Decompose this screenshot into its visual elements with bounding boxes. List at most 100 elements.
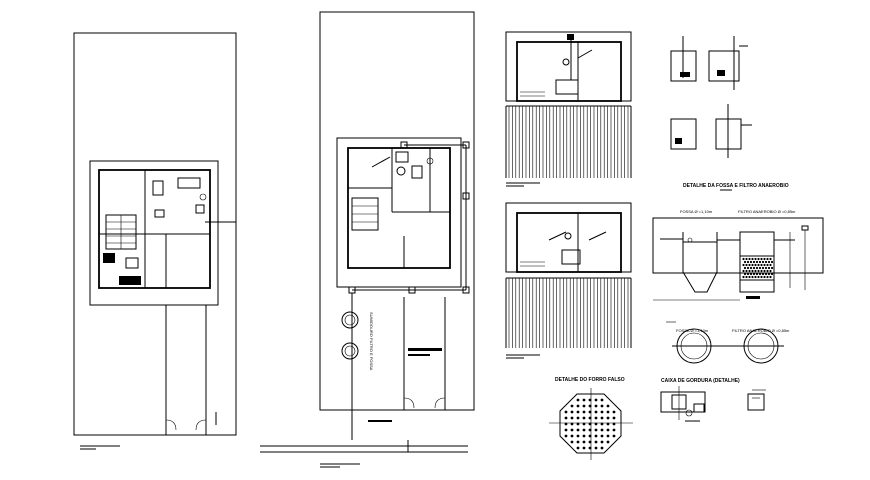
gravel-stone bbox=[767, 260, 771, 264]
vent-hole bbox=[594, 410, 598, 414]
gravel-stone bbox=[754, 257, 757, 261]
gravel-stone bbox=[761, 260, 765, 264]
gravel-stone bbox=[746, 272, 750, 276]
section-view-bottom bbox=[505, 202, 632, 359]
vent-hole bbox=[606, 404, 610, 408]
vent-hole bbox=[570, 416, 574, 420]
gravel-stone bbox=[742, 275, 745, 279]
vent-hole bbox=[564, 434, 568, 438]
gravel-stone bbox=[755, 266, 759, 270]
vent-hole bbox=[600, 422, 604, 426]
vent-hole bbox=[582, 404, 586, 408]
vent-hole bbox=[582, 434, 586, 438]
gravel-stone bbox=[745, 257, 748, 261]
gravel-stone bbox=[743, 266, 747, 270]
filtro-plan-label: FILTRO ANAEROBIO Ø =0,85m bbox=[732, 328, 790, 333]
vent-hole bbox=[564, 416, 568, 420]
site-plan-ground-floor bbox=[73, 32, 237, 450]
gravel-stone bbox=[757, 263, 760, 267]
gravel-stone bbox=[757, 269, 760, 273]
gravel-stone bbox=[769, 257, 772, 261]
gravel-stone bbox=[748, 269, 751, 273]
vent-hole bbox=[570, 410, 574, 414]
vent-hole bbox=[576, 434, 580, 438]
vent-hole bbox=[564, 428, 568, 432]
gravel-stone bbox=[763, 269, 766, 273]
gravel-stone bbox=[754, 269, 757, 273]
vent-hole bbox=[594, 404, 598, 408]
vent-hole bbox=[576, 446, 580, 450]
gravel-stone bbox=[743, 260, 747, 264]
septic-detail-title: DETALHE DA FOSSA E FILTRO ANAEROBIO bbox=[683, 183, 789, 189]
septic-system-label: SUMIDOURO FILTRO E FOSSA bbox=[369, 312, 374, 371]
gravel-stone bbox=[749, 272, 753, 276]
gravel-stone bbox=[748, 257, 751, 261]
vent-hole bbox=[582, 446, 586, 450]
vent-hole bbox=[564, 410, 568, 414]
vent-hole bbox=[600, 434, 604, 438]
gravel-stone bbox=[766, 275, 769, 279]
gravel-stone bbox=[769, 269, 772, 273]
gravel-stone bbox=[751, 275, 754, 279]
vent-hole bbox=[594, 440, 598, 444]
gravel-stone bbox=[763, 263, 766, 267]
gravel-stone bbox=[752, 260, 756, 264]
vent-hole bbox=[576, 416, 580, 420]
filter-gravel bbox=[742, 257, 774, 279]
vent-hole bbox=[588, 398, 592, 402]
septic-plan-view: FOSSA Ø =1,10m FILTRO ANAEROBIO Ø =0,85m bbox=[666, 321, 790, 364]
vent-hole bbox=[564, 422, 568, 426]
vent-hole bbox=[576, 404, 580, 408]
grease-trap-title: CAIXA DE GORDURA (DETALHE) bbox=[661, 378, 740, 384]
vent-hole bbox=[600, 410, 604, 414]
gravel-stone bbox=[749, 260, 753, 264]
vent-hole bbox=[612, 434, 616, 438]
gravel-stone bbox=[763, 257, 766, 261]
gravel-stone bbox=[761, 272, 765, 276]
gravel-stone bbox=[769, 275, 772, 279]
gravel-stone bbox=[746, 266, 750, 270]
gravel-stone bbox=[770, 272, 774, 276]
gravel-stone bbox=[746, 260, 750, 264]
gravel-stone bbox=[745, 269, 748, 273]
gravel-stone bbox=[758, 266, 762, 270]
vent-hole bbox=[570, 422, 574, 426]
plumbing-details bbox=[670, 36, 752, 158]
vent-hole bbox=[582, 422, 586, 426]
vent-hole bbox=[600, 428, 604, 432]
gravel-stone bbox=[745, 263, 748, 267]
vent-hole bbox=[582, 440, 586, 444]
gravel-stone bbox=[760, 275, 763, 279]
vent-hole bbox=[576, 440, 580, 444]
gravel-stone bbox=[745, 275, 748, 279]
vent-hole bbox=[612, 416, 616, 420]
vent-hole bbox=[594, 434, 598, 438]
gravel-stone bbox=[742, 257, 745, 261]
gravel-stone bbox=[769, 263, 772, 267]
vent-hole bbox=[588, 422, 592, 426]
sanitary-installation-plan: SUMIDOURO FILTRO E FOSSA bbox=[260, 11, 475, 468]
septic-tank-detail: DETALHE DA FOSSA E FILTRO ANAEROBIO FOSS… bbox=[652, 183, 824, 301]
vent-hole bbox=[588, 434, 592, 438]
vent-hole bbox=[576, 422, 580, 426]
gravel-stone bbox=[757, 257, 760, 261]
vent-hole bbox=[600, 446, 604, 450]
fossa-section-label: FOSSA Ø =1,10m bbox=[680, 209, 713, 214]
vent-hole bbox=[600, 398, 604, 402]
filtro-section-label: FILTRO ANAEROBIO Ø =0,85m bbox=[738, 209, 796, 214]
gravel-stone bbox=[760, 257, 763, 261]
grease-trap-detail: CAIXA DE GORDURA (DETALHE) bbox=[660, 378, 766, 422]
gravel-stone bbox=[752, 266, 756, 270]
gravel-stone bbox=[755, 272, 759, 276]
vent-hole bbox=[606, 416, 610, 420]
ceiling-vent-grid bbox=[564, 398, 616, 450]
vent-hole bbox=[612, 422, 616, 426]
vent-hole bbox=[570, 428, 574, 432]
vent-hole bbox=[588, 440, 592, 444]
vent-hole bbox=[576, 398, 580, 402]
gravel-stone bbox=[767, 272, 771, 276]
vent-hole bbox=[594, 422, 598, 426]
false-ceiling-detail: DETALHE DO FORRO FALSO bbox=[549, 377, 633, 460]
vent-hole bbox=[588, 410, 592, 414]
gravel-stone bbox=[752, 272, 756, 276]
